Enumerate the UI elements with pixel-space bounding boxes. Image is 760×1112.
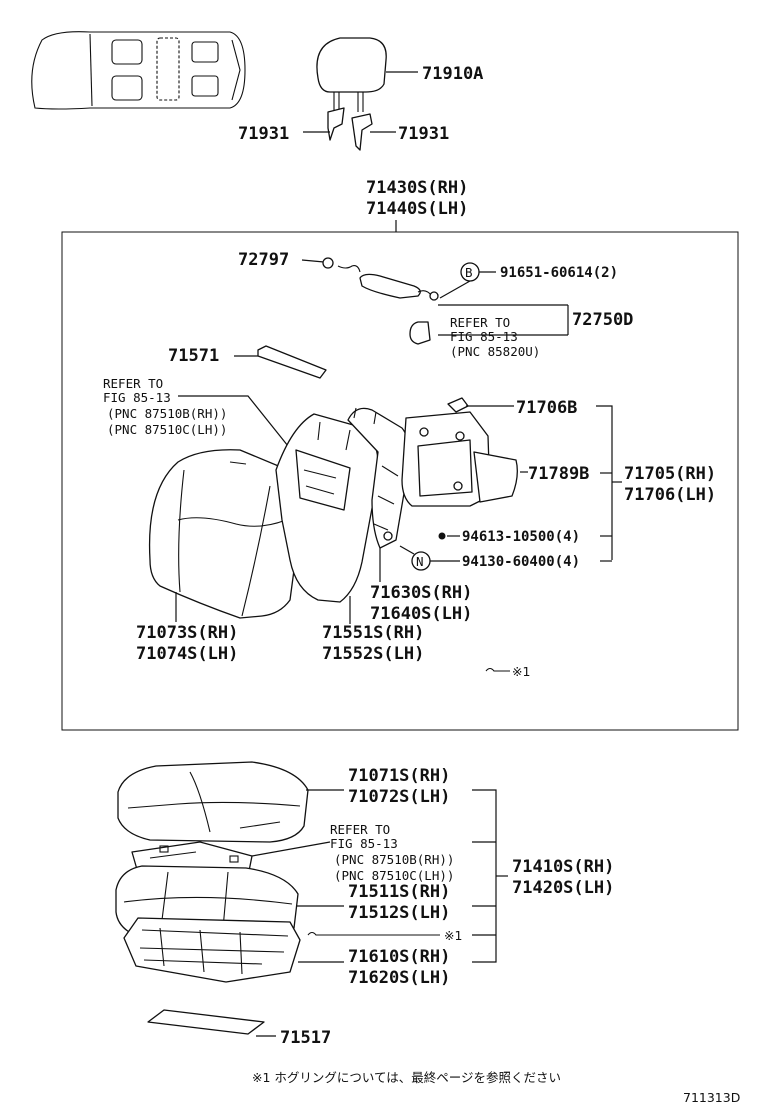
hook-illustration [447,397,469,413]
part-label-71074s-lh: 71074S(LH) [136,644,238,664]
part-label-71410s-rh: 71410S(RH) [512,857,614,877]
part-label-71511s-rh: 71511S(RH) [348,882,450,902]
part-label-71640s-lh: 71640S(LH) [370,604,472,624]
part-label-71073s-rh: 71073S(RH) [136,623,238,643]
refer-top-line1: REFER TO [450,315,510,330]
part-label-71071s-rh: 71071S(RH) [348,766,450,786]
seatback-pad-illustration [275,413,379,603]
part-label-71706-lh: 71706(LH) [624,485,716,505]
part-label-71512s-lh: 71512S(LH) [348,903,450,923]
refer-left-line3: (PNC 87510B(RH)) [107,406,227,421]
part-label-91651-60614: 91651-60614(2) [500,265,618,281]
back-assembly-frame [61,231,739,731]
part-label-71072s-lh: 71072S(LH) [348,787,450,807]
part-label-71706b: 71706B [516,398,577,418]
hog-ring-icon-cushion [307,931,440,936]
hog-ring-note-back: ※1 [512,664,530,679]
refer-cushion-line2: FIG 85-13 [330,836,398,851]
part-label-71910a: 71910A [422,64,483,84]
vehicle-locator-icon [31,31,246,110]
leader-cushion-refer [251,841,331,857]
part-label-71552s-lh: 71552S(LH) [322,644,424,664]
figure-id: 711313D [683,1090,740,1105]
part-label-94130-60400: 94130-60400(4) [462,554,580,570]
back-board-illustration [401,411,518,507]
refer-cushion-line4: (PNC 87510C(LH)) [334,868,454,883]
refer-left-line1: REFER TO [103,376,163,391]
part-label-71571: 71571 [168,346,219,366]
headrest-illustration [316,37,387,151]
protector-illustration [147,1009,265,1035]
cushion-frame-illustration [123,917,301,983]
refer-left-line2: FIG 85-13 [103,390,171,405]
leader-bolt-b-to-part [439,280,471,299]
part-label-94613-10500: 94613-10500(4) [462,529,580,545]
clip-illustration [438,532,446,540]
part-label-71931-left: 71931 [238,124,289,144]
back-assembly-label-lh: 71440S(LH) [366,199,468,219]
part-label-72750d: 72750D [572,310,633,330]
cushion-cover-illustration [117,761,309,843]
part-label-71420s-lh: 71420S(LH) [512,878,614,898]
bracket-board [596,405,613,560]
hog-ring-note-cushion: ※1 [444,928,462,943]
seatback-frame-illustration [347,407,410,549]
lumbar-switch-illustration [322,257,439,301]
part-label-71931-right: 71931 [398,124,449,144]
bracket-cushion-assy [472,789,497,963]
refer-left-line4: (PNC 87510C(LH)) [107,422,227,437]
leader-72797 [301,259,325,263]
part-label-71789b: 71789B [528,464,589,484]
refer-top-line3: (PNC 85820U) [450,344,540,359]
refer-cushion-line3: (PNC 87510B(RH)) [334,852,454,867]
support-plate-illustration [257,345,327,379]
part-label-71517: 71517 [280,1028,331,1048]
knob-illustration [409,321,431,345]
footnote-hog-ring: ※1 ホグリングについては、最終ページを参照ください [252,1070,561,1085]
refer-top-line2: FIG 85-13 [450,329,518,344]
refer-cushion-line1: REFER TO [330,822,390,837]
back-assembly-label-rh: 71430S(RH) [366,178,468,198]
nut-n-marker-letter: N [416,554,424,569]
part-label-71705-rh: 71705(RH) [624,464,716,484]
bolt-b-marker-letter: B [465,265,473,280]
hog-ring-icon [485,667,510,672]
part-label-71620s-lh: 71620S(LH) [348,968,450,988]
part-label-71630s-rh: 71630S(RH) [370,583,472,603]
leader-refer-left [178,395,297,457]
leader-nut-to-frame [399,545,415,555]
part-label-72797: 72797 [238,250,289,270]
part-label-71551s-rh: 71551S(RH) [322,623,424,643]
part-label-71610s-rh: 71610S(RH) [348,947,450,967]
